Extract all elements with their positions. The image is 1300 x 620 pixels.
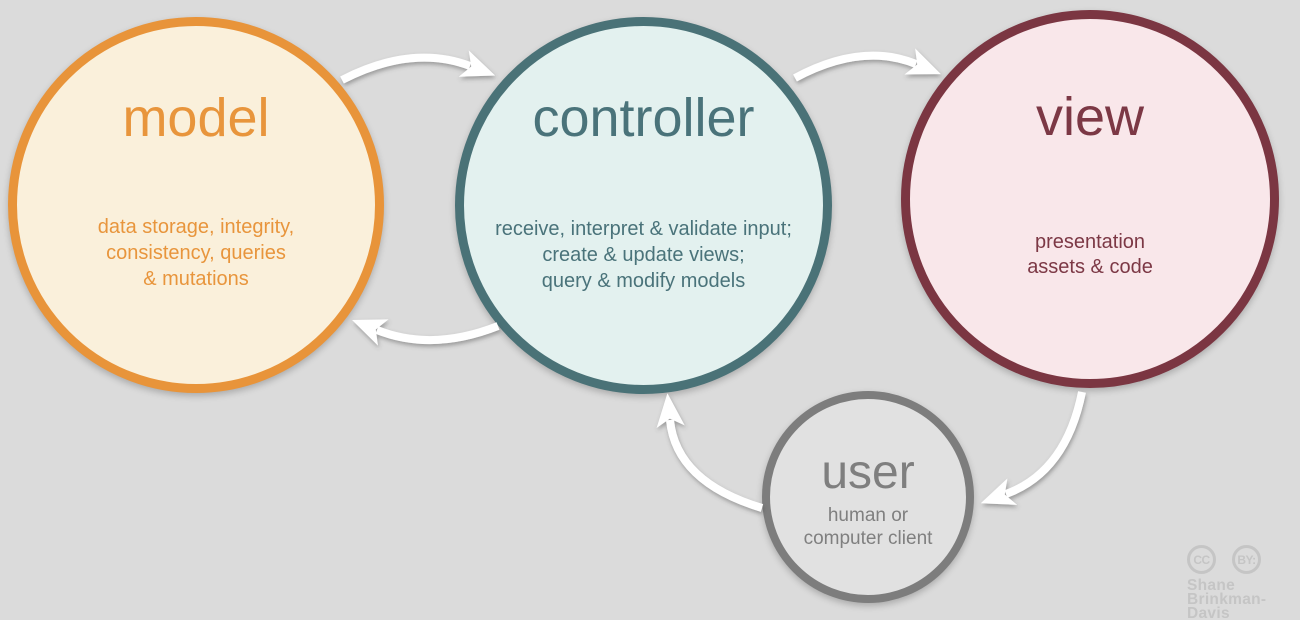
- license-attribution: CC BY: Shane Brinkman-Davis: [1187, 545, 1300, 620]
- attribution-name-line2: Brinkman-Davis: [1187, 591, 1267, 620]
- cc-badges: CC BY:: [1187, 545, 1300, 574]
- model-node: model data storage, integrity, consisten…: [8, 17, 384, 393]
- arrow-view-to-user: [980, 391, 1086, 505]
- view-description: presentation assets & code: [1027, 231, 1153, 279]
- cc-by-icon: BY:: [1232, 545, 1261, 574]
- arrow-controller-to-model: [352, 319, 500, 346]
- attribution-name-line1: Shane: [1187, 577, 1236, 594]
- arrow-controller-to-view: [793, 48, 941, 82]
- model-description: data storage, integrity, consistency, qu…: [97, 216, 295, 291]
- controller-description: receive, interpret & validate input; cre…: [495, 218, 792, 293]
- view-node: view presentation assets & code: [901, 10, 1279, 388]
- arrow-user-to-controller: [656, 393, 764, 512]
- cc-icon: CC: [1187, 545, 1216, 574]
- controller-title: controller: [532, 88, 755, 148]
- user-description: human or computer client: [803, 505, 933, 550]
- view-title: view: [1035, 87, 1145, 147]
- user-title: user: [821, 446, 915, 499]
- controller-node: controller receive, interpret & validate…: [455, 17, 832, 394]
- model-title: model: [122, 88, 270, 148]
- user-node: user human or computer client: [762, 391, 974, 603]
- arrow-model-to-controller: [340, 50, 496, 84]
